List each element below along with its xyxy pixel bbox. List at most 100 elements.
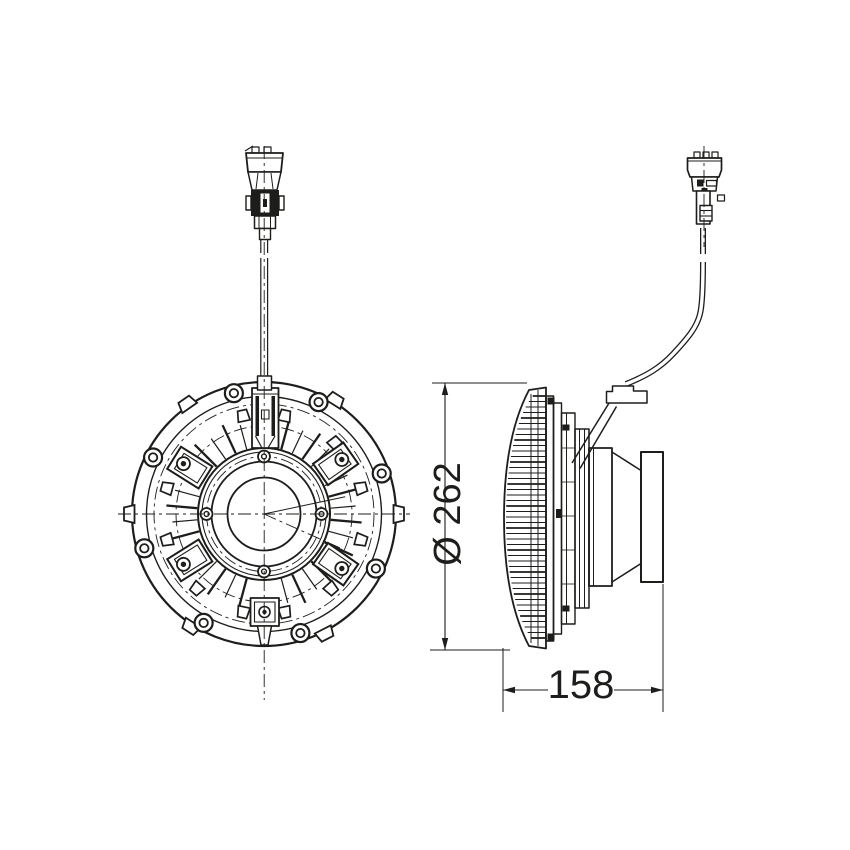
radius-line bbox=[263, 496, 346, 515]
connector-tab bbox=[711, 151, 719, 159]
cooling-fin bbox=[198, 560, 218, 580]
lug-body bbox=[311, 441, 360, 487]
latch-slot bbox=[705, 179, 718, 187]
cooling-fin bbox=[206, 568, 227, 595]
radius-centerline bbox=[263, 513, 340, 549]
clamp-bolt bbox=[556, 509, 562, 518]
latch-ear-left bbox=[245, 195, 252, 211]
fin-disc-outline bbox=[503, 386, 547, 650]
fin-tip bbox=[236, 408, 252, 424]
fin-tip bbox=[236, 604, 252, 620]
cooling-fin bbox=[237, 578, 248, 609]
connector-housing bbox=[686, 157, 723, 178]
cooling-fin bbox=[328, 487, 359, 498]
bracket-arm bbox=[571, 401, 611, 464]
cooling-fin bbox=[166, 504, 198, 510]
diameter-dimension-label: Ø 262 bbox=[427, 462, 469, 566]
mounting-lugs bbox=[165, 441, 360, 587]
lug-bolt-center bbox=[180, 460, 187, 467]
cable-housing bbox=[251, 387, 280, 449]
ring-tab bbox=[392, 503, 405, 525]
cone-edge-top bbox=[611, 451, 642, 472]
ring-tab bbox=[323, 390, 345, 411]
stem-clip bbox=[699, 204, 713, 222]
fin-tip bbox=[159, 481, 175, 497]
cooling-fin bbox=[280, 419, 291, 450]
fin-tip bbox=[188, 579, 207, 597]
fin-tip bbox=[325, 434, 344, 453]
ring-bolt bbox=[193, 612, 214, 633]
housing-detail bbox=[260, 409, 270, 420]
bottom-foot bbox=[249, 597, 280, 646]
cooling-fin bbox=[224, 574, 237, 598]
cooling-fin bbox=[330, 518, 362, 524]
bracket-arm bbox=[579, 406, 618, 469]
lug-bolt-center bbox=[180, 561, 187, 568]
arrowhead-up bbox=[441, 383, 449, 395]
ring-bolt bbox=[308, 392, 329, 413]
clamp-bolt bbox=[562, 424, 570, 431]
fin-tip bbox=[276, 408, 292, 424]
taper-line bbox=[255, 172, 259, 190]
cable-outline bbox=[624, 261, 706, 387]
side-tab bbox=[716, 194, 726, 202]
lug-bolt-center bbox=[339, 565, 345, 572]
shaft-flange bbox=[640, 451, 664, 583]
front-view bbox=[118, 145, 410, 700]
fin-tip bbox=[353, 531, 369, 547]
fin-disc-hatch bbox=[506, 395, 546, 639]
latch-ear-right bbox=[278, 195, 285, 211]
cable-core bbox=[625, 261, 705, 386]
cooling-fin bbox=[328, 530, 354, 539]
front-connector bbox=[244, 145, 285, 241]
fin-tip bbox=[159, 531, 175, 547]
side-cable bbox=[624, 228, 706, 387]
lug-body bbox=[165, 538, 214, 583]
cooling-fin bbox=[172, 519, 198, 523]
body-plate bbox=[545, 395, 555, 642]
cooling-fin bbox=[280, 578, 289, 604]
body-plate bbox=[560, 412, 576, 625]
fin-tips bbox=[159, 408, 369, 620]
fin-tip bbox=[353, 481, 369, 497]
cone-edge-bottom bbox=[611, 562, 642, 583]
connector-base bbox=[253, 215, 277, 230]
cooling-fin bbox=[221, 424, 237, 454]
connector-tab bbox=[693, 151, 701, 159]
arrowhead-left bbox=[503, 686, 515, 694]
side-connector bbox=[686, 146, 726, 247]
clamp-bolt bbox=[547, 633, 555, 641]
clamp-bolt bbox=[547, 397, 555, 405]
ring-tab bbox=[181, 616, 203, 637]
taper-line bbox=[270, 172, 274, 190]
ring-bolt bbox=[290, 622, 311, 644]
mounting-lug bbox=[165, 538, 214, 583]
housing-shadow-left bbox=[255, 396, 259, 436]
lug-body bbox=[165, 445, 214, 490]
ring-bolt bbox=[142, 447, 164, 468]
cooling-fin bbox=[301, 433, 322, 460]
width-dimension-label: 158 bbox=[548, 663, 615, 707]
cooling-fin bbox=[174, 489, 200, 498]
housing-shadow-right bbox=[271, 396, 275, 436]
side-view bbox=[503, 146, 726, 650]
ring-bolt bbox=[365, 558, 386, 579]
ring-bolt bbox=[134, 538, 155, 559]
fin-tip bbox=[276, 604, 292, 620]
mounting-lug bbox=[311, 541, 360, 587]
arrowhead-down bbox=[441, 638, 449, 650]
cooling-fin bbox=[301, 568, 318, 590]
cable-clamp bbox=[605, 385, 648, 404]
mounting-lug bbox=[311, 441, 360, 487]
cooling-fin bbox=[291, 430, 304, 454]
housing-taper-right bbox=[267, 435, 276, 449]
clamp-bolt bbox=[562, 605, 570, 612]
body-plate bbox=[552, 402, 563, 635]
connector-neck bbox=[258, 227, 272, 241]
mounting-lug bbox=[165, 445, 214, 490]
cooling-fin bbox=[210, 438, 227, 460]
cooling-fin bbox=[330, 505, 356, 509]
ring-bolt bbox=[371, 463, 392, 484]
